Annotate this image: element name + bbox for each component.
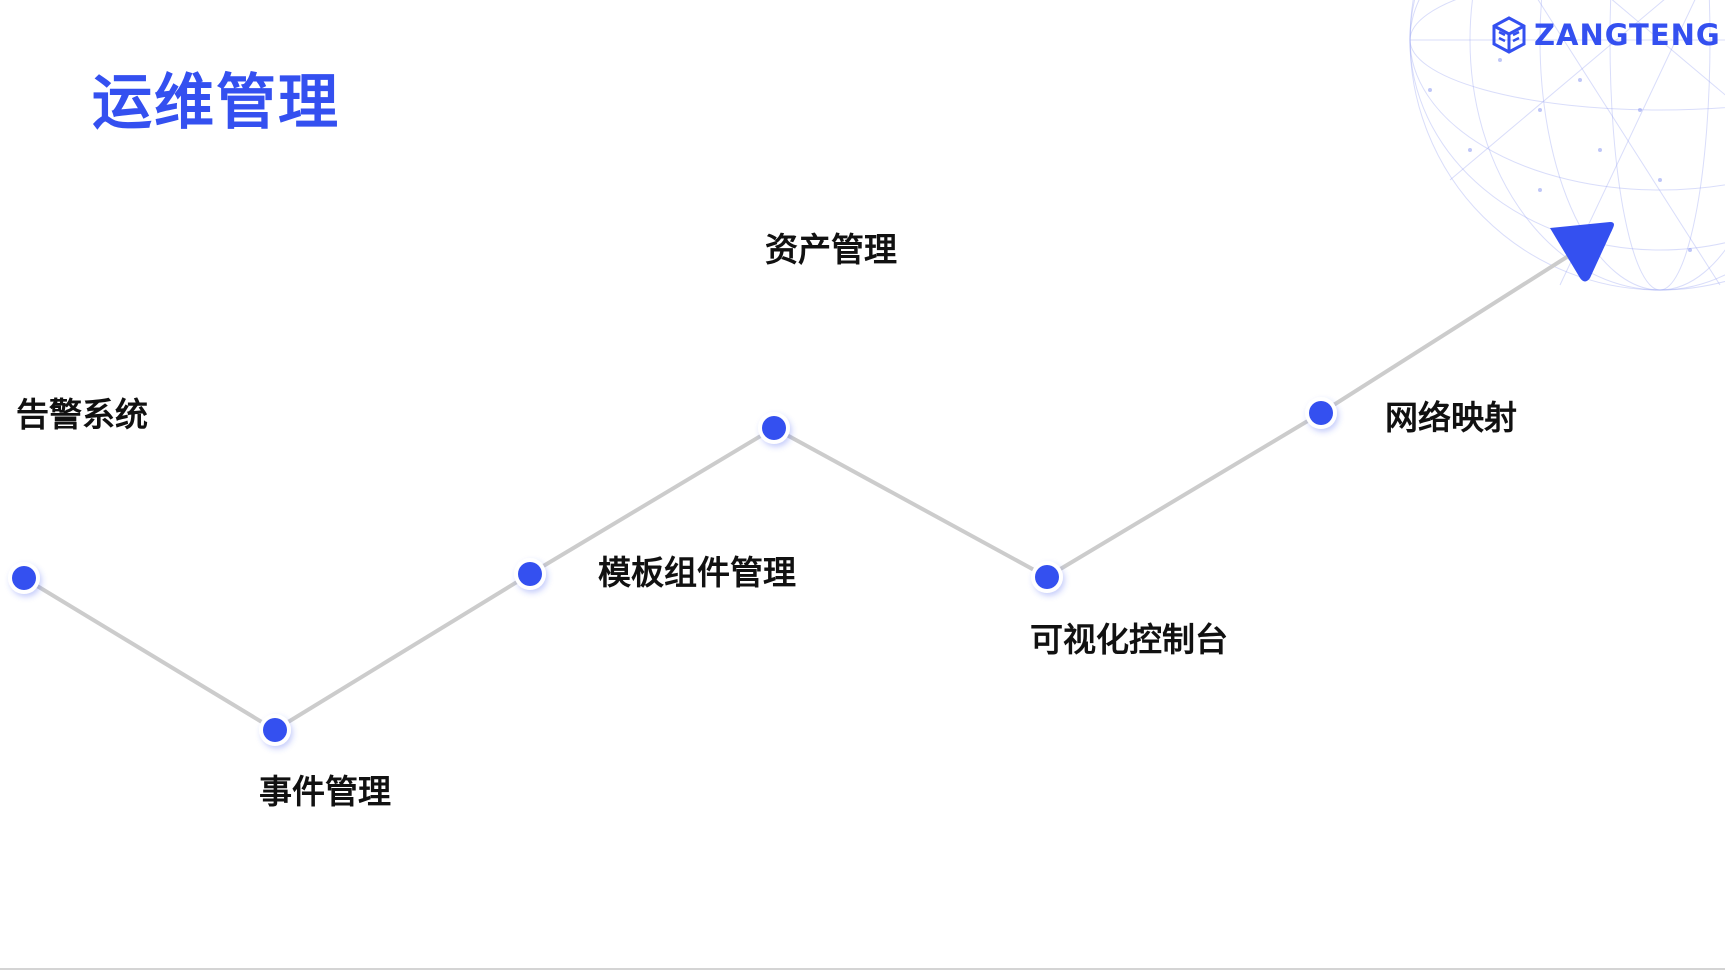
timeline-node <box>8 562 40 594</box>
timeline-node <box>758 412 790 444</box>
timeline-node-dot <box>518 562 542 586</box>
timeline-node-label: 模板组件管理 <box>598 553 796 592</box>
timeline-node-label: 告警系统 <box>16 395 148 434</box>
page-title: 运维管理 <box>92 68 340 138</box>
brand-logo: ZANGTENG <box>1490 16 1721 54</box>
timeline-node-dot <box>1035 565 1059 589</box>
timeline-line <box>22 253 1572 732</box>
arrow-head-icon <box>1550 222 1614 282</box>
timeline-node <box>259 714 291 746</box>
timeline-node-dot <box>1309 401 1333 425</box>
timeline-node-label: 事件管理 <box>259 772 391 811</box>
cube-logo-icon <box>1492 16 1526 54</box>
timeline-node <box>514 558 546 590</box>
timeline-node-label: 可视化控制台 <box>1030 620 1228 659</box>
timeline-nodes <box>8 397 1337 746</box>
timeline-node <box>1031 561 1063 593</box>
brand-name: ZANGTENG <box>1534 18 1721 52</box>
timeline-node-dot <box>263 718 287 742</box>
timeline-node-label: 网络映射 <box>1385 398 1517 437</box>
timeline-node-label: 资产管理 <box>765 230 897 269</box>
timeline-node-dot <box>12 566 36 590</box>
bottom-divider <box>0 968 1725 970</box>
timeline-node <box>1305 397 1337 429</box>
timeline-node-dot <box>762 416 786 440</box>
